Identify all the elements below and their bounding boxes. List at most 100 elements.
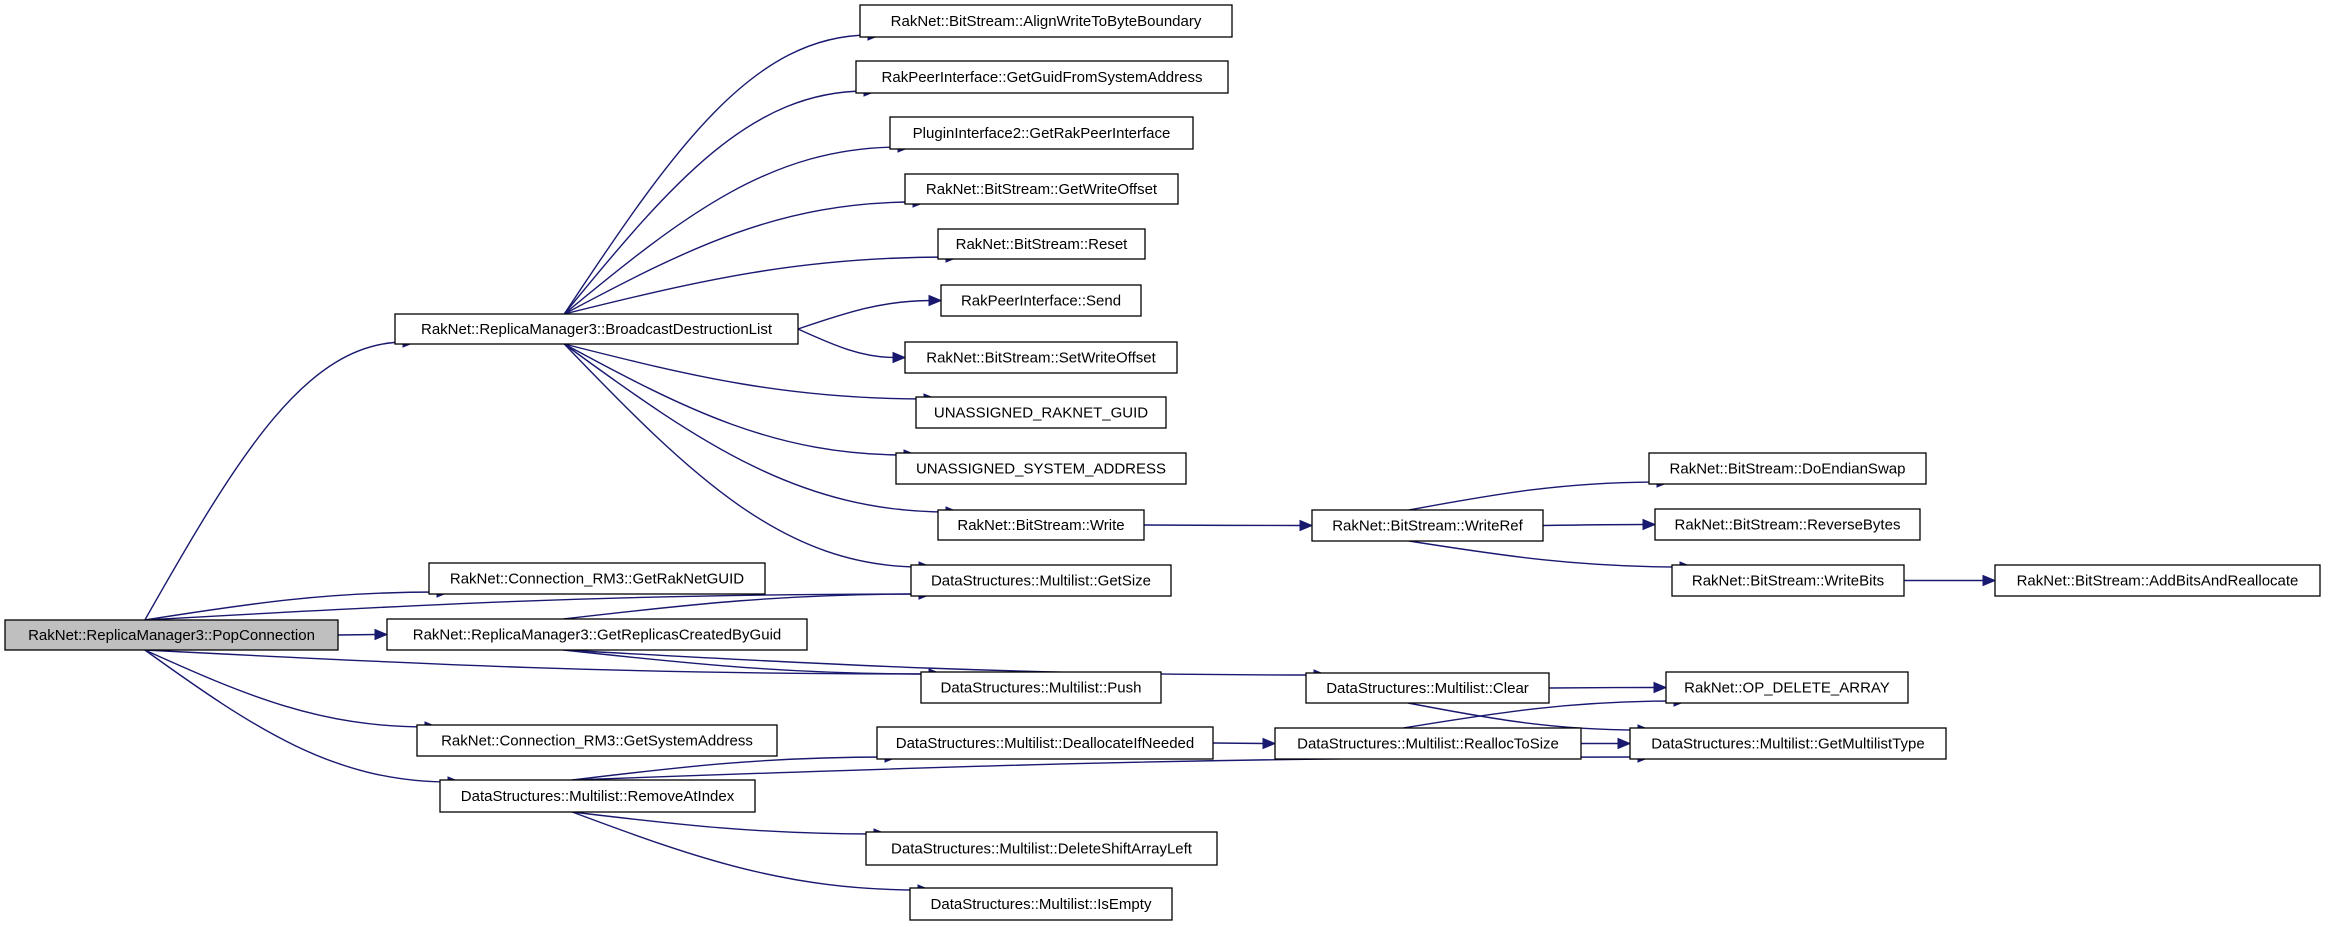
edge-line — [572, 756, 888, 781]
arrowhead-icon — [892, 351, 907, 364]
edge-line — [1548, 686, 1657, 689]
node-write[interactable]: RakNet::BitStream::Write — [937, 509, 1145, 541]
edge-broadcast-to-unaddr — [563, 343, 918, 461]
edge-line — [144, 649, 451, 783]
node-getsize[interactable]: DataStructures::Multilist::GetSize — [910, 564, 1172, 597]
node-getraknetguid[interactable]: RakNet::Connection_RM3::GetRakNetGUID — [428, 562, 766, 595]
node-getsysaddr[interactable]: RakNet::Connection_RM3::GetSystemAddress — [416, 724, 778, 757]
node-box[interactable] — [428, 562, 766, 595]
node-broadcast[interactable]: RakNet::ReplicaManager3::BroadcastDestru… — [394, 313, 799, 345]
node-label: DataStructures::Multilist::ReallocToSize — [1297, 736, 1559, 753]
edge-writeref-to-endian — [1408, 476, 1671, 511]
edge-line — [1403, 700, 1677, 729]
node-unaddr[interactable]: UNASSIGNED_SYSTEM_ADDRESS — [895, 452, 1187, 485]
node-unguid[interactable]: UNASSIGNED_RAKNET_GUID — [915, 396, 1167, 429]
edge-line — [797, 328, 896, 359]
node-label: DataStructures::Multilist::DeleteShiftAr… — [891, 841, 1193, 858]
node-box[interactable] — [889, 116, 1194, 150]
node-opdelete[interactable]: RakNet::OP_DELETE_ARRAY — [1665, 671, 1909, 704]
node-box[interactable] — [940, 284, 1142, 317]
node-getwriteoffset[interactable]: RakNet::BitStream::GetWriteOffset — [904, 173, 1179, 205]
edge-broadcast-to-send — [797, 294, 943, 330]
node-setwriteoffset[interactable]: RakNet::BitStream::SetWriteOffset — [904, 341, 1178, 374]
edge-pop-to-broadcast — [144, 336, 417, 621]
node-box[interactable] — [904, 173, 1179, 205]
node-dealloc[interactable]: DataStructures::Multilist::DeallocateIfN… — [876, 726, 1214, 760]
node-box[interactable] — [1654, 508, 1921, 541]
node-realloc[interactable]: DataStructures::Multilist::ReallocToSize — [1274, 727, 1582, 760]
node-label: RakNet::ReplicaManager3::BroadcastDestru… — [421, 321, 773, 338]
edge-line — [572, 756, 1641, 781]
edge-line — [563, 90, 867, 315]
node-box[interactable] — [439, 779, 756, 813]
node-pop[interactable]: RakNet::ReplicaManager3::PopConnection — [4, 619, 339, 651]
edge-broadcast-to-getwriteoffset — [563, 196, 927, 315]
edge-line — [563, 593, 922, 620]
node-reset[interactable]: RakNet::BitStream::Reset — [937, 228, 1146, 260]
arrowhead-icon — [1642, 518, 1657, 531]
node-isempty[interactable]: DataStructures::Multilist::IsEmpty — [909, 887, 1173, 921]
node-reverse[interactable]: RakNet::BitStream::ReverseBytes — [1654, 508, 1921, 541]
edge-broadcast-to-write — [563, 343, 960, 518]
node-box[interactable] — [1671, 564, 1905, 597]
edge-line — [564, 343, 927, 400]
node-box[interactable] — [915, 396, 1167, 429]
node-clear[interactable]: DataStructures::Multilist::Clear — [1305, 672, 1550, 704]
node-getreplicas[interactable]: RakNet::ReplicaManager3::GetReplicasCrea… — [386, 618, 808, 651]
node-addbits[interactable]: RakNet::BitStream::AddBitsAndReallocate — [1994, 564, 2321, 597]
arrowhead-icon — [1982, 574, 1997, 587]
node-box[interactable] — [1274, 727, 1582, 760]
edge-line — [563, 343, 907, 456]
edge-line — [563, 343, 949, 513]
node-box[interactable] — [895, 452, 1187, 485]
node-send[interactable]: RakPeerInterface::Send — [940, 284, 1142, 317]
node-plugin[interactable]: PluginInterface2::GetRakPeerInterface — [889, 116, 1194, 150]
node-getmltype[interactable]: DataStructures::Multilist::GetMultilistT… — [1629, 727, 1947, 760]
node-label: RakNet::ReplicaManager3::GetReplicasCrea… — [413, 627, 782, 644]
edge-line — [337, 633, 378, 636]
node-box[interactable] — [1629, 727, 1947, 760]
node-writeref[interactable]: RakNet::BitStream::WriteRef — [1311, 509, 1544, 542]
arrowhead-icon — [1653, 681, 1668, 694]
node-box[interactable] — [4, 619, 339, 651]
node-push[interactable]: DataStructures::Multilist::Push — [920, 671, 1162, 704]
node-label: RakNet::BitStream::Write — [957, 517, 1124, 534]
node-box[interactable] — [937, 228, 1146, 260]
node-removeat[interactable]: DataStructures::Multilist::RemoveAtIndex — [439, 779, 756, 813]
edge-line — [563, 649, 1317, 676]
node-label: PluginInterface2::GetRakPeerInterface — [913, 125, 1171, 142]
node-box[interactable] — [394, 313, 799, 345]
edge-line — [144, 593, 922, 621]
node-align[interactable]: RakNet::BitStream::AlignWriteToByteBound… — [859, 4, 1233, 38]
node-box[interactable] — [1994, 564, 2321, 597]
edge-line — [1407, 702, 1641, 731]
node-label: DataStructures::Multilist::Clear — [1326, 680, 1529, 697]
node-box[interactable] — [416, 724, 778, 757]
edge-broadcast-to-getsize — [563, 343, 933, 573]
node-box[interactable] — [865, 831, 1218, 866]
edge-line — [1408, 540, 1683, 568]
node-box[interactable] — [909, 887, 1173, 921]
node-box[interactable] — [876, 726, 1214, 760]
node-box[interactable] — [859, 4, 1233, 38]
node-box[interactable] — [1665, 671, 1909, 704]
edge-broadcast-to-setwriteoffset — [797, 328, 907, 364]
node-writebits[interactable]: RakNet::BitStream::WriteBits — [1671, 564, 1905, 597]
node-box[interactable] — [1305, 672, 1550, 704]
node-deleteshift[interactable]: DataStructures::Multilist::DeleteShiftAr… — [865, 831, 1218, 866]
edge-clear-to-opdelete — [1548, 681, 1668, 694]
arrowhead-icon — [1262, 737, 1277, 750]
node-box[interactable] — [910, 564, 1172, 597]
node-endian[interactable]: RakNet::BitStream::DoEndianSwap — [1648, 452, 1927, 485]
node-box[interactable] — [386, 618, 808, 651]
node-box[interactable] — [904, 341, 1178, 374]
node-box[interactable] — [937, 509, 1145, 541]
arrowhead-icon — [1299, 519, 1314, 532]
node-box[interactable] — [1648, 452, 1927, 485]
node-box[interactable] — [855, 60, 1229, 94]
node-box[interactable] — [1311, 509, 1544, 542]
node-getguid[interactable]: RakPeerInterface::GetGuidFromSystemAddre… — [855, 60, 1229, 94]
node-label: RakNet::BitStream::GetWriteOffset — [926, 181, 1158, 198]
node-box[interactable] — [920, 671, 1162, 704]
